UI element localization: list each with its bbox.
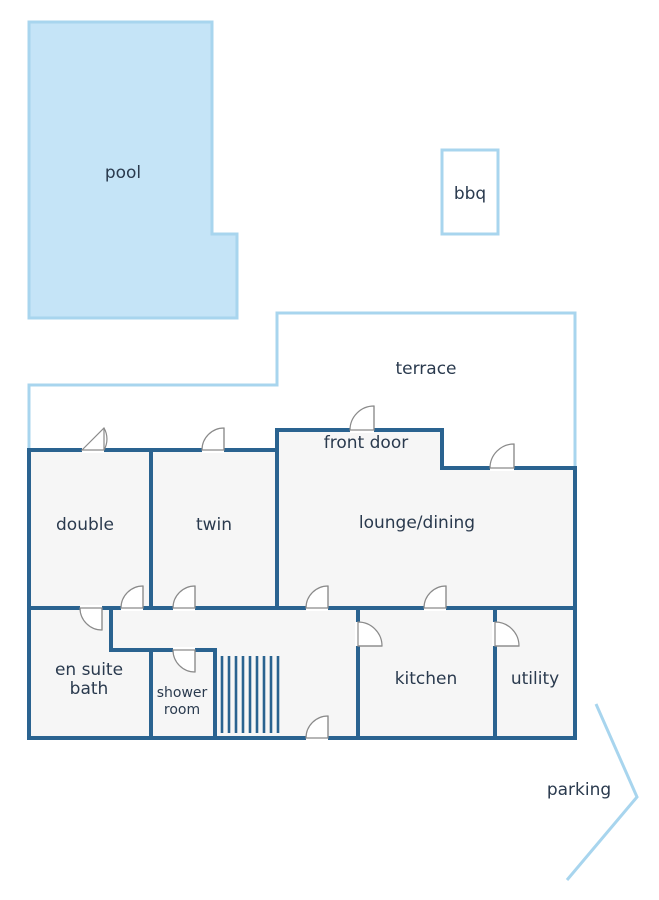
door-kitchen-hall xyxy=(357,621,383,647)
house-exterior-wall xyxy=(27,428,577,740)
stairs xyxy=(220,656,280,733)
parking-arrow xyxy=(565,703,639,881)
room-label-shower-1: shower xyxy=(157,685,208,701)
door-twin-terrace xyxy=(201,427,225,451)
door-lounge-terrace xyxy=(489,443,515,469)
room-label-twin: twin xyxy=(196,515,232,535)
doors xyxy=(79,405,520,739)
door-twin-hall xyxy=(172,585,196,609)
door-lounge-hall xyxy=(305,585,329,609)
front-door-label: front door xyxy=(324,433,408,453)
door-double-terrace xyxy=(80,427,108,451)
door-shower xyxy=(172,649,196,673)
room-label-lounge: lounge/dining xyxy=(359,513,475,533)
room-label-double: double xyxy=(56,515,114,535)
door-lounge-kitchen xyxy=(423,585,447,609)
room-label-utility: utility xyxy=(511,669,559,689)
bbq-label: bbq xyxy=(454,184,486,204)
pool-area xyxy=(27,20,239,320)
interior-walls xyxy=(27,448,577,740)
bbq-area xyxy=(440,148,500,236)
room-label-shower-2: room xyxy=(164,702,200,718)
door-front xyxy=(349,405,375,431)
terrace-label: terrace xyxy=(395,359,456,379)
door-double-hall xyxy=(120,585,144,609)
room-label-kitchen: kitchen xyxy=(395,669,458,689)
parking-label: parking xyxy=(547,780,611,800)
door-en-suite xyxy=(79,607,103,631)
house-floor xyxy=(29,430,575,738)
terrace-outline xyxy=(27,311,577,467)
pool-label: pool xyxy=(105,163,141,183)
door-utility xyxy=(494,621,520,647)
room-label-en-suite-2: bath xyxy=(70,679,109,699)
room-label-en-suite-1: en suite xyxy=(55,660,123,680)
door-rear xyxy=(305,715,329,739)
